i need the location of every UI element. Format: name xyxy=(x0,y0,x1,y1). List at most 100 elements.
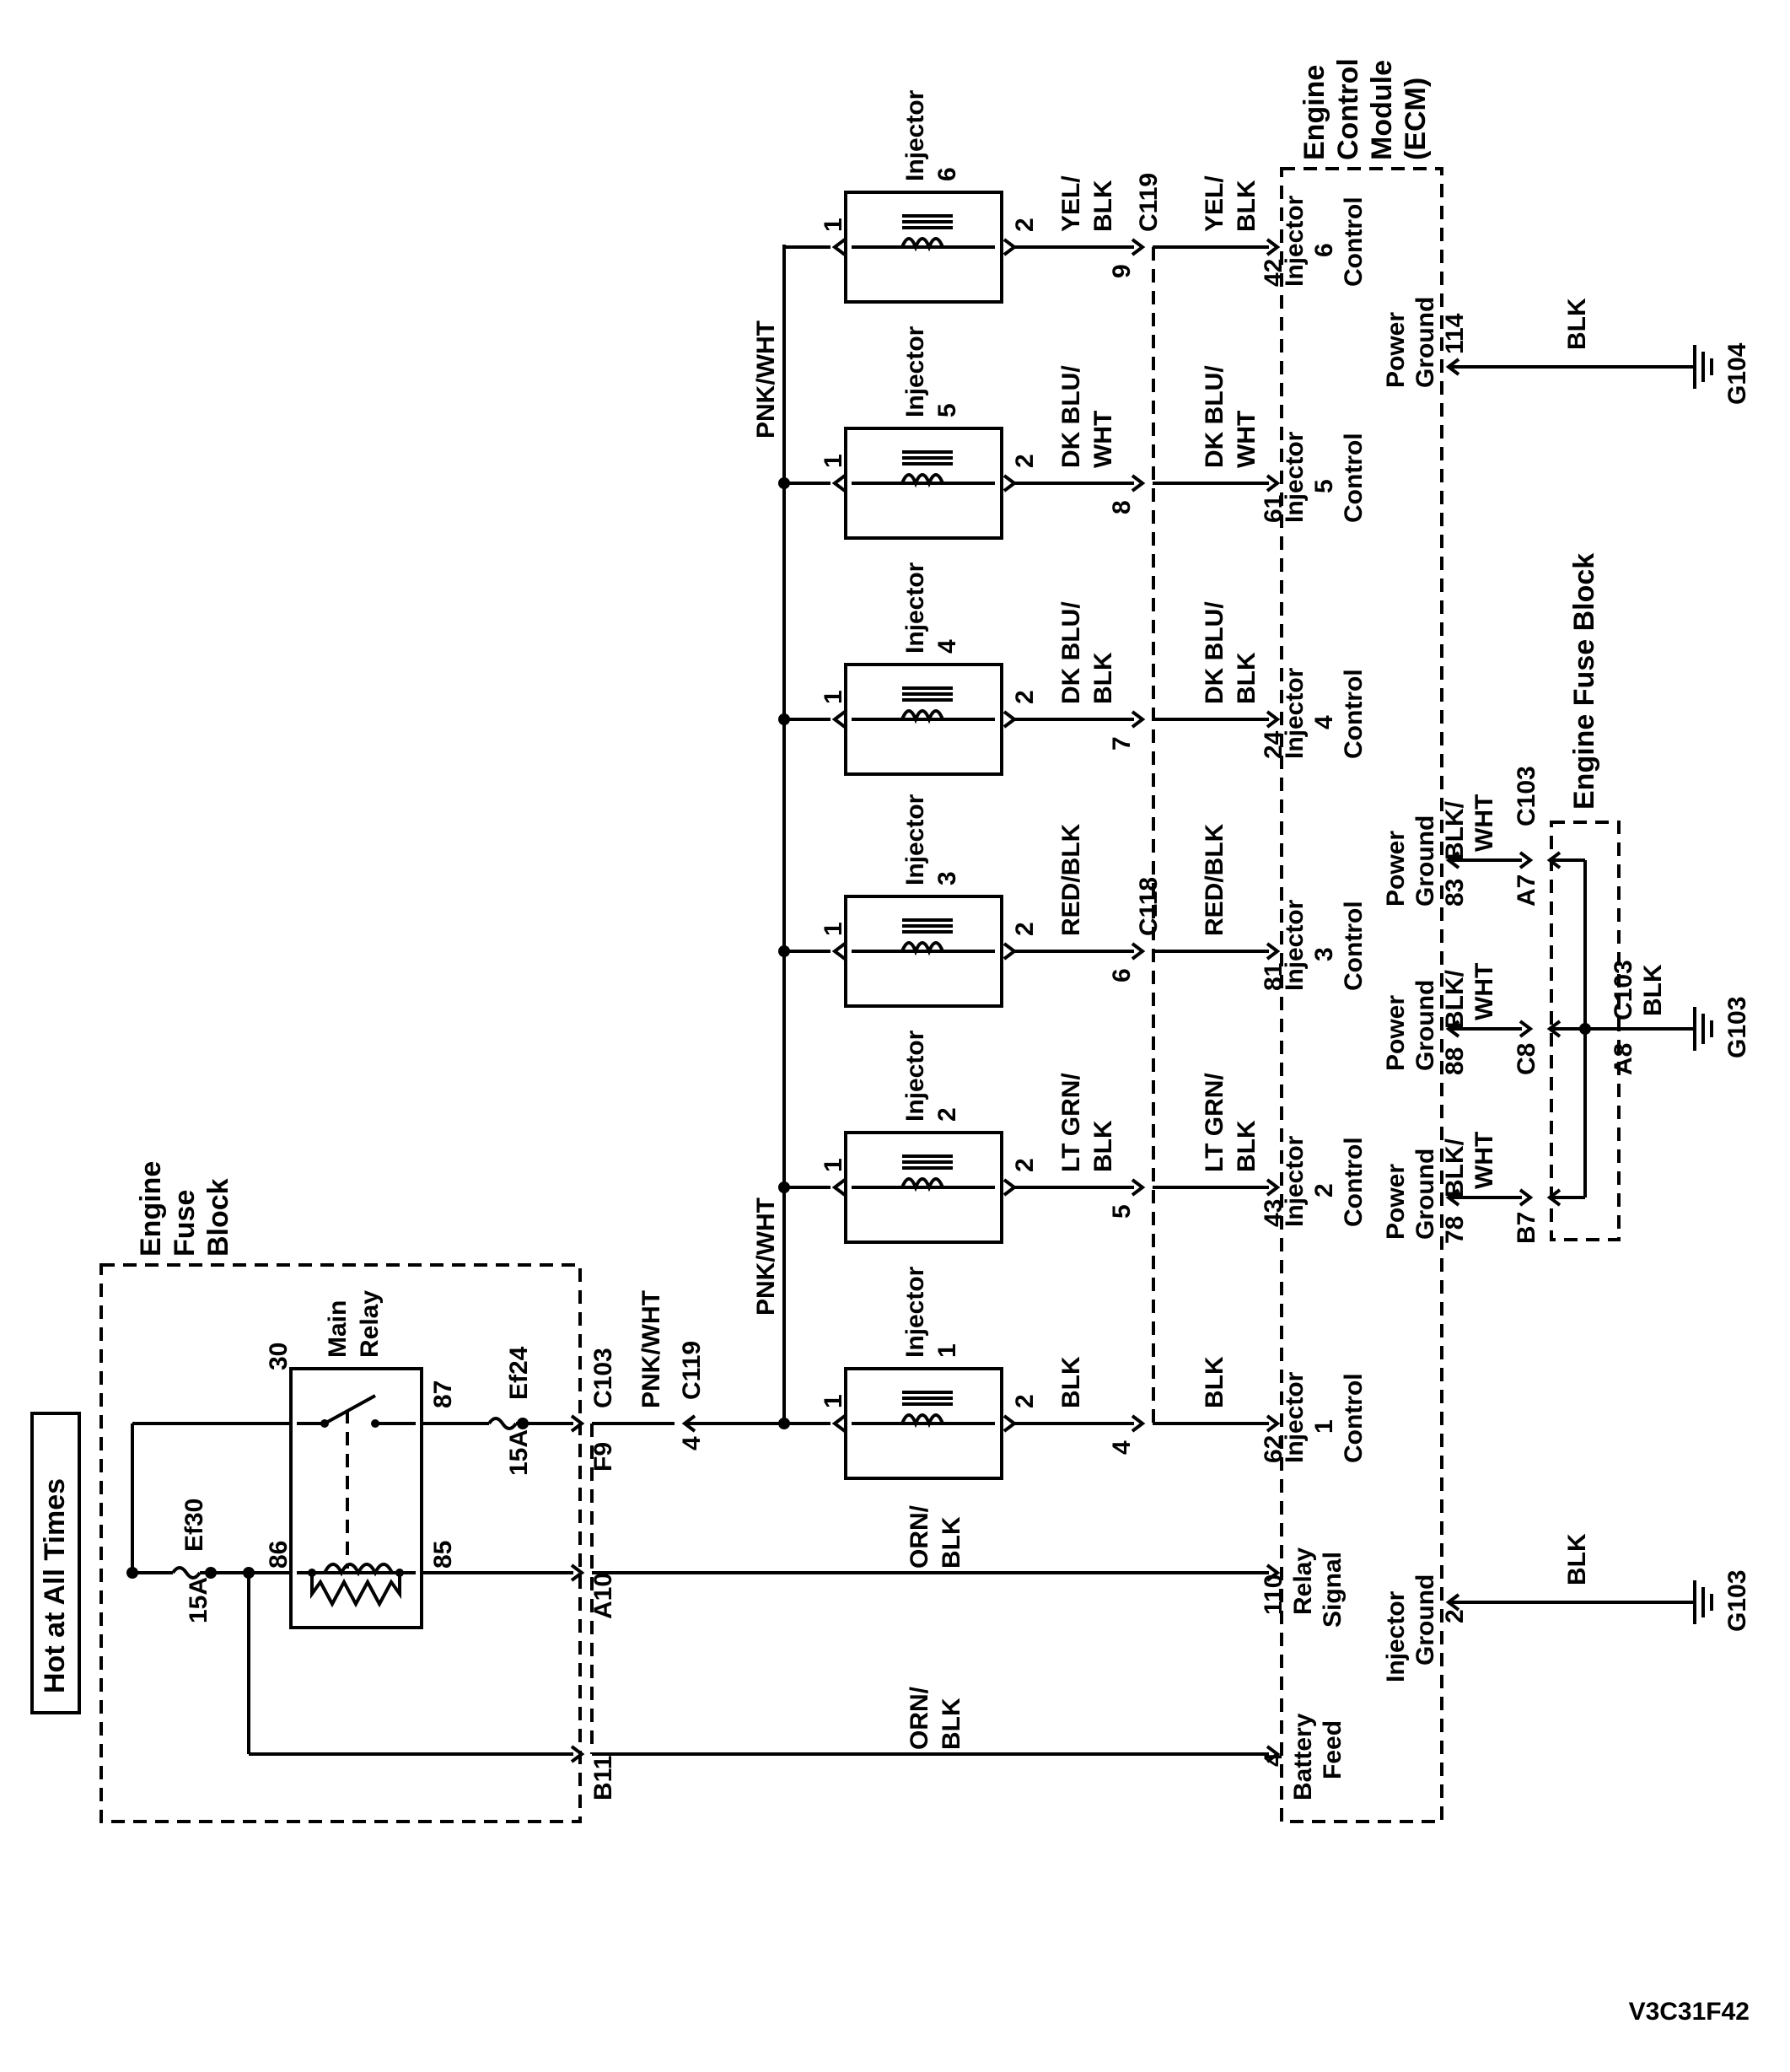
svg-text:BLK: BLK xyxy=(1201,1356,1228,1408)
svg-text:Power: Power xyxy=(1382,831,1410,907)
svg-text:85: 85 xyxy=(429,1541,457,1569)
svg-text:WHT: WHT xyxy=(1089,411,1117,468)
svg-text:ORN/: ORN/ xyxy=(906,1504,933,1569)
power-grounds-78-88-83: Power Ground 78 BLK/ WHT B7 Power Ground… xyxy=(1382,766,1540,1244)
svg-text:2: 2 xyxy=(1011,922,1039,936)
svg-text:DK BLU/: DK BLU/ xyxy=(1057,365,1085,468)
svg-text:Ground: Ground xyxy=(1411,297,1439,388)
svg-text:Ground: Ground xyxy=(1411,815,1439,907)
svg-text:BLK: BLK xyxy=(1233,1120,1261,1172)
svg-text:15A: 15A xyxy=(185,1577,212,1623)
svg-text:YEL/: YEL/ xyxy=(1057,175,1085,232)
svg-text:Control: Control xyxy=(1340,1137,1368,1227)
svg-text:2: 2 xyxy=(1441,1609,1469,1623)
svg-text:Injector: Injector xyxy=(901,326,929,417)
svg-text:15A: 15A xyxy=(505,1429,533,1476)
svg-text:WHT: WHT xyxy=(1470,963,1498,1020)
svg-text:Injector: Injector xyxy=(1281,899,1309,991)
svg-text:B11: B11 xyxy=(589,1756,617,1800)
svg-text:Power: Power xyxy=(1382,1164,1410,1240)
svg-text:Engine: Engine xyxy=(1298,65,1330,160)
svg-text:Relay: Relay xyxy=(1289,1547,1317,1615)
svg-text:BLK: BLK xyxy=(1639,964,1667,1016)
svg-text:WHT: WHT xyxy=(1470,1132,1498,1189)
svg-text:BLK/: BLK/ xyxy=(1441,800,1469,860)
main-relay: Main Relay xyxy=(289,1290,423,1629)
svg-text:C118: C118 xyxy=(1135,877,1163,936)
svg-text:4: 4 xyxy=(678,1436,706,1450)
svg-text:Injector: Injector xyxy=(1281,431,1309,523)
svg-text:BLK: BLK xyxy=(1233,652,1261,704)
svg-text:BLK: BLK xyxy=(1089,180,1117,232)
svg-text:BLK: BLK xyxy=(1233,180,1261,232)
svg-text:5: 5 xyxy=(1108,1204,1136,1219)
svg-text:PNK/WHT: PNK/WHT xyxy=(752,1197,780,1316)
svg-text:2: 2 xyxy=(1011,454,1039,468)
power-ground-114: Power Ground 114 BLK G104 xyxy=(1382,297,1751,405)
svg-text:83: 83 xyxy=(1441,879,1469,907)
svg-text:1: 1 xyxy=(820,218,847,232)
svg-text:C103: C103 xyxy=(1610,960,1637,1020)
svg-text:4: 4 xyxy=(1310,715,1338,729)
svg-text:Ground: Ground xyxy=(1411,1574,1439,1666)
svg-text:Main: Main xyxy=(324,1300,352,1358)
svg-text:BLK: BLK xyxy=(1563,298,1591,350)
svg-text:Engine Fuse Block: Engine Fuse Block xyxy=(1568,553,1600,810)
svg-text:1: 1 xyxy=(820,1394,847,1408)
svg-text:4: 4 xyxy=(1260,1752,1287,1767)
svg-text:G103: G103 xyxy=(1723,1570,1751,1632)
svg-text:2: 2 xyxy=(1011,218,1039,232)
hot-at-all-times-label: Hot at All Times xyxy=(30,1412,81,1714)
svg-text:LT GRN/: LT GRN/ xyxy=(1201,1073,1228,1172)
injector-3 xyxy=(778,895,1279,1008)
svg-text:Ef24: Ef24 xyxy=(505,1346,533,1400)
svg-text:YEL/: YEL/ xyxy=(1201,175,1228,232)
svg-text:DK BLU/: DK BLU/ xyxy=(1201,365,1228,468)
svg-text:Block: Block xyxy=(202,1178,234,1257)
svg-text:Feed: Feed xyxy=(1319,1720,1347,1779)
svg-text:3: 3 xyxy=(1310,947,1338,961)
svg-text:DK BLU/: DK BLU/ xyxy=(1057,601,1085,704)
svg-text:114: 114 xyxy=(1441,313,1469,354)
svg-text:ORN/: ORN/ xyxy=(906,1686,933,1750)
svg-text:1: 1 xyxy=(933,1343,961,1358)
svg-text:7: 7 xyxy=(1108,736,1136,751)
svg-text:3: 3 xyxy=(933,871,961,885)
svg-text:F9: F9 xyxy=(589,1442,617,1472)
svg-text:C119: C119 xyxy=(1135,173,1163,232)
svg-text:78: 78 xyxy=(1441,1216,1469,1244)
engine-control-module: Engine Control Module (ECM) xyxy=(1280,58,1443,1823)
svg-text:Control: Control xyxy=(1340,901,1368,991)
svg-text:6: 6 xyxy=(1108,968,1136,982)
svg-text:Relay: Relay xyxy=(356,1290,384,1358)
svg-text:Injector: Injector xyxy=(1281,1371,1309,1463)
svg-text:Ef30: Ef30 xyxy=(180,1499,208,1552)
svg-text:Module: Module xyxy=(1366,60,1398,160)
injector-5 xyxy=(778,427,1279,540)
svg-text:5: 5 xyxy=(1310,479,1338,493)
svg-text:Injector: Injector xyxy=(1281,1135,1309,1227)
svg-text:Control: Control xyxy=(1340,1373,1368,1463)
svg-text:Control: Control xyxy=(1340,669,1368,759)
svg-text:1: 1 xyxy=(820,922,847,936)
svg-text:PNK/WHT: PNK/WHT xyxy=(752,320,780,439)
injector-2 xyxy=(778,1131,1279,1244)
svg-text:Engine: Engine xyxy=(135,1161,167,1257)
svg-text:BLK: BLK xyxy=(1089,652,1117,704)
svg-text:9: 9 xyxy=(1108,264,1136,278)
svg-text:A8: A8 xyxy=(1610,1043,1637,1075)
figure-id: V3C31F42 xyxy=(1629,1998,1750,2026)
svg-text:Power: Power xyxy=(1382,312,1410,388)
svg-text:LT GRN/: LT GRN/ xyxy=(1057,1073,1085,1172)
svg-text:Injector: Injector xyxy=(901,1266,929,1358)
svg-text:6: 6 xyxy=(933,167,961,181)
svg-text:2: 2 xyxy=(1011,1394,1039,1408)
svg-text:2: 2 xyxy=(1310,1183,1338,1197)
svg-text:Control: Control xyxy=(1340,433,1368,523)
injector-labels: 1 2 Injector 1 BLK 4 BLK 6 2 Injector 1 C… xyxy=(820,89,1368,1463)
svg-text:Injector: Injector xyxy=(1281,195,1309,287)
svg-text:BLK/: BLK/ xyxy=(1441,969,1469,1029)
ef24-fuse: Ef24 15A xyxy=(422,1346,573,1476)
svg-text:BLK: BLK xyxy=(1563,1533,1591,1585)
